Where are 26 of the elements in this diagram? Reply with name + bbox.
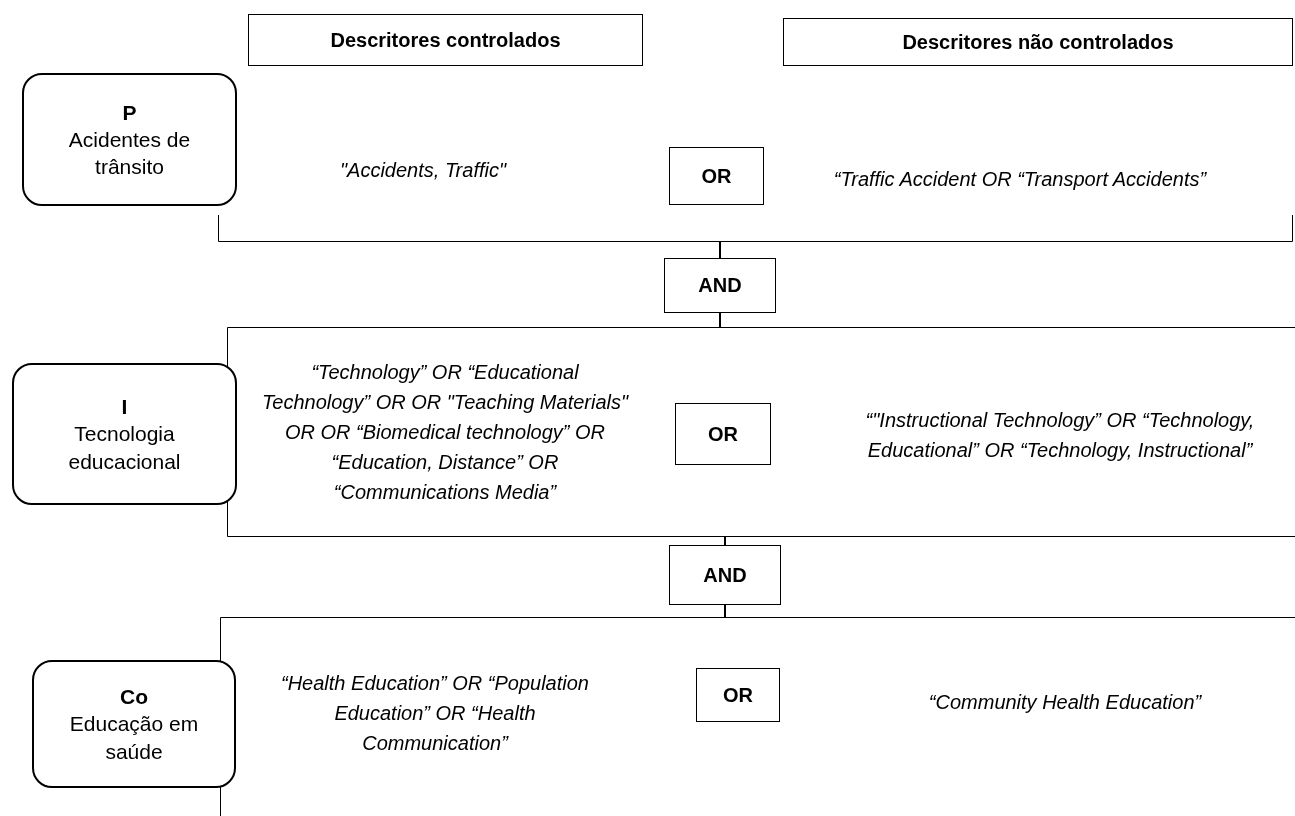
connector-line	[719, 241, 721, 259]
operator-box: OR	[696, 668, 780, 722]
connector-line	[724, 604, 726, 618]
descriptor-text: "Accidents, Traffic"	[338, 158, 508, 183]
concept-box	[22, 73, 237, 206]
operator-box: OR	[675, 403, 771, 465]
operator-box: AND	[669, 545, 781, 605]
concept-letter: Co	[120, 684, 148, 711]
concept-box	[32, 660, 236, 788]
concept-box	[12, 363, 237, 505]
operator-box: AND	[664, 258, 776, 313]
descriptor-text: “"Instructional Technology” OR “Technology, Educational” OR “Technology, Instructional”	[864, 408, 1256, 463]
concept-letter: I	[121, 394, 128, 421]
concept-label: Acidentes de trânsito	[67, 126, 192, 181]
operator-box: OR	[669, 147, 764, 205]
column-header: Descritores controlados	[248, 14, 643, 66]
descriptor-text: “Technology” OR “Educational Technology” OR OR "Teaching Materials" OR OR “Biomedical technology” OR “Education, Distance” OR “Communications Media”	[260, 360, 630, 505]
column-header: Descritores não controlados	[783, 18, 1293, 66]
descriptor-text: “Traffic Accident OR “Transport Accidents”	[832, 167, 1208, 192]
concept-letter: P	[122, 99, 137, 126]
concept-label: Tecnologia educacional	[67, 421, 182, 475]
descriptor-text: “Health Education” OR “Population Education” OR “Health Communication”	[280, 671, 590, 756]
descriptor-text: “Community Health Education”	[927, 690, 1203, 715]
concept-label: Educação em saúde	[68, 711, 200, 765]
connector-line	[719, 312, 721, 328]
connector-line	[724, 536, 726, 546]
